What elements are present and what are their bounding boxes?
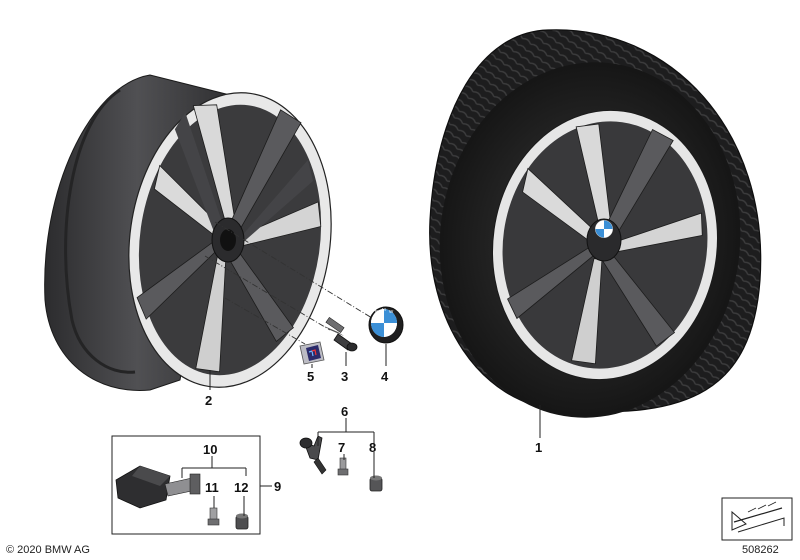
complete-wheel-part [429, 29, 762, 418]
callout-6: 6 [341, 404, 348, 419]
leader-6-bracket [317, 431, 375, 446]
leader-10-bracket [181, 467, 247, 478]
callout-4: 4 [381, 369, 389, 384]
emblem-letter-w: W [389, 309, 394, 314]
rim-spokes [136, 104, 322, 373]
tpms-sensor-part [115, 465, 201, 509]
wheel-hub-emblem [595, 220, 613, 238]
callout-1: 1 [535, 440, 542, 455]
valve-part [299, 435, 327, 475]
assembly-line-emblem [214, 221, 373, 319]
rim-part [44, 74, 332, 391]
callout-11: 11 [205, 480, 219, 495]
wheel-spokes [507, 123, 703, 365]
diagram-number: 508262 [742, 544, 779, 556]
wheel-bolt-part [324, 316, 358, 352]
copyright-label: © 2020 BMW AG [6, 544, 90, 556]
rim-barrel-groove [64, 88, 136, 374]
tpms-valve-insert-part [207, 507, 220, 526]
callout-9: 9 [274, 479, 281, 494]
callout-10: 10 [203, 442, 217, 457]
callout-2: 2 [205, 393, 212, 408]
callout-12: 12 [234, 480, 248, 495]
valve-cap-part [369, 475, 383, 492]
tpms-valve-cap-part [235, 513, 249, 530]
assembly-line-badge [224, 297, 306, 345]
callout-7: 7 [338, 440, 345, 455]
tpms-kit-box [111, 435, 261, 535]
m-badge-part [299, 341, 325, 365]
hub-emblem-part: B M W [368, 306, 404, 344]
rim-center-bore [220, 229, 236, 251]
emblem-letter-b: B [375, 309, 378, 314]
callout-3: 3 [341, 369, 348, 384]
emblem-letter-m: M [382, 307, 386, 312]
view-direction-symbol [721, 497, 793, 541]
assembly-line-bolt [204, 255, 331, 331]
valve-core-part [337, 457, 349, 476]
callout-8: 8 [369, 440, 376, 455]
callout-5: 5 [307, 369, 314, 384]
